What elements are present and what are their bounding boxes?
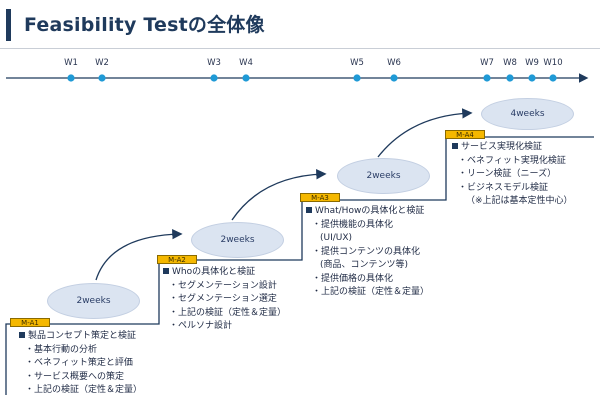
phase-item: ・基本行動の分析: [25, 344, 98, 355]
phase-item: ・ビジネスモデル検証: [458, 182, 549, 193]
milestone-tag-4: M-A4: [445, 130, 485, 139]
phase-item: ・ベネフィット策定と評価: [25, 358, 133, 368]
week-label-w8: W8: [503, 58, 517, 68]
progress-arrow-2: [231, 169, 327, 221]
phase-item: ・提供機能の具体化: [312, 219, 394, 230]
phase-block-3: What/Howの具体化と検証 ・提供機能の具体化 (UI/UX) ・提供コンテ…: [306, 205, 429, 300]
step-line: [5, 136, 594, 395]
week-marker-w1: [67, 74, 75, 82]
title-accent-bar: [6, 9, 11, 41]
phase-item: ・上記の検証（定性＆定量）: [169, 307, 287, 318]
phase-item: ・上記の検証（定性＆定量）: [312, 287, 430, 297]
week-label-w3: W3: [207, 58, 221, 68]
phase-item: ・サービス概要への策定: [25, 371, 125, 382]
phase-item: ・リーン検証（ニーズ）: [458, 169, 557, 179]
week-marker-w3: [210, 74, 218, 82]
week-marker-w6: [390, 74, 398, 82]
week-label-w4: W4: [239, 58, 253, 68]
duration-ellipse-3: 2weeks: [337, 158, 430, 194]
page-title: Feasibility Testの全体像: [24, 14, 265, 36]
duration-label: 2weeks: [220, 235, 255, 245]
phase-block-4: サービス実現化検証 ・ベネフィット実現化検証 ・リーン検証（ニーズ） ・ビジネス…: [452, 141, 573, 209]
week-marker-w8: [506, 74, 514, 82]
week-label-w6: W6: [387, 58, 401, 68]
milestone-tag-3: M-A3: [300, 193, 340, 202]
phase-block-1: 製品コンセプト策定と検証 ・基本行動の分析 ・ベネフィット策定と評価 ・サービス…: [19, 330, 142, 398]
title-divider: [0, 48, 600, 49]
week-label-w2: W2: [95, 58, 109, 68]
phase-item: （※上記は基本定性中心）: [466, 196, 573, 206]
progress-arrow-1: [95, 229, 183, 281]
duration-ellipse-4: 4weeks: [481, 98, 574, 130]
week-label-w9: W9: [525, 58, 539, 68]
progress-arrow-3: [377, 108, 473, 158]
duration-ellipse-1: 2weeks: [47, 283, 140, 319]
phase-item: ・セグメンテーション選定: [169, 294, 277, 304]
week-ticks: W1 W2 W3 W4 W5 W6 W7 W8 W9 W10: [64, 58, 563, 82]
phase-item: ・ペルソナ設計: [169, 321, 233, 331]
week-marker-w7: [483, 74, 491, 82]
week-marker-w10: [549, 74, 557, 82]
duration-label: 2weeks: [366, 171, 401, 181]
duration-label: 4weeks: [510, 109, 545, 119]
week-label-w10: W10: [543, 58, 562, 68]
phase-item: ・提供コンテンツの具体化: [312, 246, 421, 257]
milestone-tag-1: M-A1: [10, 318, 50, 327]
week-marker-w5: [353, 74, 361, 82]
phase-heading: What/Howの具体化と検証: [306, 205, 429, 219]
phase-item: ・提供価格の具体化: [312, 273, 394, 284]
milestone-tag-2: M-A2: [157, 255, 197, 264]
phase-item: (UI/UX): [320, 233, 353, 243]
week-marker-w9: [528, 74, 536, 82]
phase-item: ・セグメンテーション設計: [169, 280, 277, 291]
week-marker-w4: [242, 74, 250, 82]
week-label-w7: W7: [480, 58, 494, 68]
phase-item: ・上記の検証（定性＆定量）: [25, 385, 143, 395]
week-marker-w2: [98, 74, 106, 82]
duration-label: 2weeks: [76, 296, 111, 306]
phase-heading: 製品コンセプト策定と検証: [19, 330, 142, 344]
phase-heading: サービス実現化検証: [452, 141, 573, 155]
phase-item: ・ベネフィット実現化検証: [458, 155, 566, 166]
phase-heading: Whoの具体化と検証: [163, 266, 286, 280]
week-label-w1: W1: [64, 58, 78, 68]
phase-item: (商品、コンテンツ等): [320, 260, 409, 270]
duration-ellipse-2: 2weeks: [191, 222, 284, 258]
phase-block-2: Whoの具体化と検証 ・セグメンテーション設計 ・セグメンテーション選定 ・上記…: [163, 266, 286, 334]
week-label-w5: W5: [350, 58, 364, 68]
